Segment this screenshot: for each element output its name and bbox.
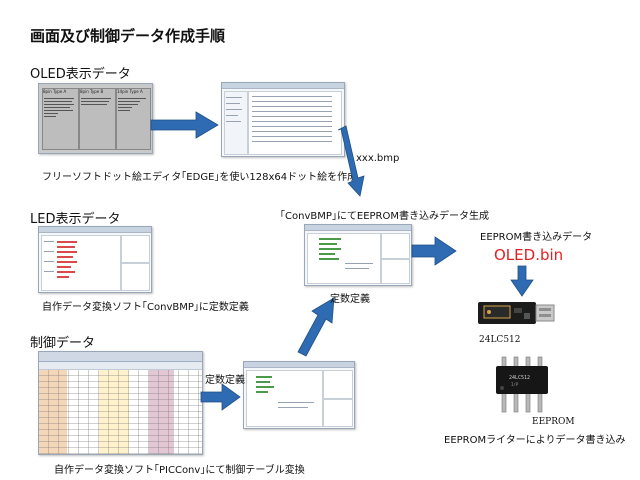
- arrow-output-to-writer: [510, 265, 534, 297]
- file-explorer-screenshot: [221, 82, 345, 157]
- oled-caption: フリーソフトドット絵エディタ｢EDGE｣を使い128x64ドット絵を作成: [42, 172, 358, 183]
- oled-table-header-2: 8pin Type B: [80, 89, 104, 94]
- convbmp-caption: ｢ConvBMP｣にてEEPROM書き込みデータ生成: [280, 211, 489, 222]
- arrow-control-to-picconv: [200, 383, 241, 411]
- eeprom-data-caption: EEPROM書き込みデータ: [480, 232, 593, 243]
- arrow-oled-to-explorer: [150, 111, 219, 139]
- chip-label: EEPROM: [532, 417, 575, 427]
- oled-table-screenshot: 8pin Type A 8pin Type B 14pin Type A: [38, 83, 153, 154]
- section-oled-heading: OLED表示データ: [30, 67, 131, 82]
- control-spreadsheet-screenshot: [38, 351, 203, 455]
- const-def-label-1: 定数定義: [330, 294, 370, 305]
- arrow-explorer-to-convbmp: [337, 125, 365, 197]
- led-editor-screenshot: [38, 226, 152, 293]
- oled-table-header-1: 8pin Type A: [43, 89, 67, 94]
- page-title: 画面及び制御データ作成手順: [30, 27, 226, 45]
- xxx-bmp-label: xxx.bmp: [356, 153, 400, 164]
- picconv-screenshot: [243, 361, 355, 429]
- section-control-heading: 制御データ: [30, 336, 96, 351]
- convbmp-screenshot: [304, 224, 412, 286]
- arrow-picconv-to-convbmp: [297, 297, 335, 357]
- writer-label: 24LC512: [479, 335, 521, 345]
- output-file-name: OLED.bin: [494, 246, 564, 264]
- control-caption: 自作データ変換ソフト｢PICConv｣にて制御テーブル変換: [54, 465, 305, 476]
- section-led-heading: LED表示データ: [30, 212, 121, 227]
- svg-text:24LC512: 24LC512: [509, 375, 530, 381]
- led-caption: 自作データ変換ソフト｢ConvBMP｣に定数定義: [42, 302, 249, 313]
- arrow-convbmp-to-output: [411, 236, 457, 266]
- oled-table-header-3: 14pin Type A: [117, 89, 143, 94]
- svg-text:I/P: I/P: [511, 382, 519, 387]
- eeprom-writer-caption: EEPROMライターによりデータ書き込み: [444, 435, 626, 446]
- const-def-label-2: 定数定義: [205, 375, 245, 386]
